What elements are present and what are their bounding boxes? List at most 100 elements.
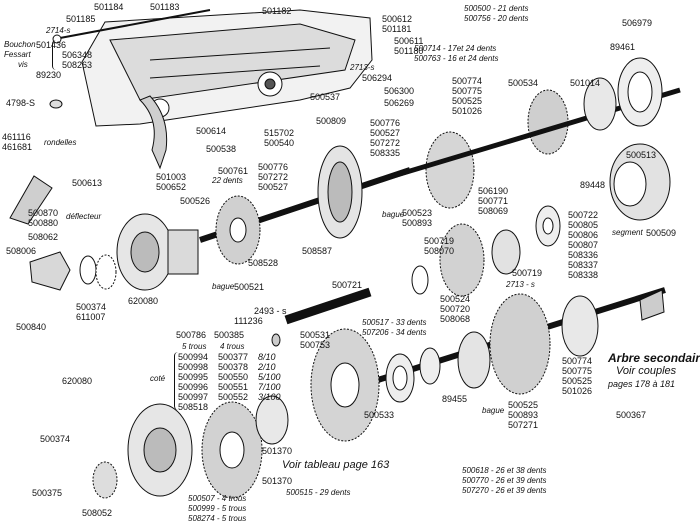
brace-left: [174, 352, 179, 410]
part-500995: 500995: [178, 372, 209, 382]
part-508528: 508528: [248, 258, 279, 268]
part-500722: 500722: [568, 210, 599, 220]
part-89230: 89230: [36, 70, 62, 80]
part-508338: 508338: [568, 270, 599, 280]
part-501184: 501184: [94, 2, 124, 12]
part-500515: 500515 - 29 dents: [286, 488, 351, 497]
part-500525: 500525: [452, 96, 483, 106]
bague-parts-group: 500525 500893 507271: [508, 400, 538, 430]
part-500880: 500880: [28, 218, 59, 228]
secondary-shaft-note: Arbre secondaire : Voir couples pages 17…: [608, 352, 700, 391]
part-500997: 500997: [178, 392, 209, 402]
part-89461: 89461: [610, 42, 636, 52]
part-508006: 508006: [6, 246, 37, 256]
shim-parts-group-a: 500994 500998 500995 500996 500997 50851…: [178, 352, 208, 412]
part-507272-b: 507272: [258, 172, 289, 182]
part-500719-b: 500719: [512, 268, 543, 278]
part-508052-b: 508052: [82, 508, 113, 518]
part-500385: 500385: [214, 330, 245, 340]
label-5-trous: 5 trous: [182, 342, 207, 351]
shift-fork: [139, 95, 168, 170]
part-500761: 500761: [218, 166, 249, 176]
part-501183: 501183: [150, 2, 180, 12]
part-500893-b: 500893: [508, 410, 539, 420]
part-500618: 500618 - 26 et 38 dents: [462, 466, 547, 475]
part-515702: 515702: [264, 128, 295, 138]
part-500775-b: 500775: [562, 366, 593, 376]
part-500526: 500526: [180, 196, 211, 206]
part-611007: 611007: [76, 312, 106, 322]
part-507206: 507206 - 34 dents: [362, 328, 427, 337]
plug-label-group: Bouchon Fessart vis: [4, 40, 36, 70]
part-500507: 500507 - 4 trous: [188, 494, 247, 503]
part-500720: 500720: [440, 304, 471, 314]
plug-parts-group: 501436 506348 508263: [36, 40, 92, 70]
part-500550: 500550: [218, 372, 249, 382]
part-500613: 500613: [72, 178, 103, 188]
part-500763: 500763 - 16 et 24 dents: [414, 54, 499, 63]
bearing-parts-group-top: 500774 500775 500525 501026: [452, 76, 482, 116]
gear-parts-group: 500776 507272 500527: [258, 162, 288, 192]
part-501185: 501185: [66, 14, 96, 24]
part-620080-b: 620080: [62, 376, 93, 386]
part-506300: 506300: [384, 86, 415, 96]
gear-cluster: [425, 131, 475, 209]
label-bague-3: bague: [482, 406, 505, 415]
part-508336: 508336: [568, 250, 599, 260]
part-501180: 501180: [394, 46, 424, 56]
part-500551: 500551: [218, 382, 249, 392]
part-508518: 508518: [178, 402, 209, 412]
synchro-parts-group: 500776 500527 507272 508335: [370, 118, 400, 158]
part-500775: 500775: [452, 86, 483, 96]
part-500500: 500500 - 21 dents: [464, 4, 529, 13]
part-500527: 500527: [370, 128, 401, 138]
thickness-3-100: 3/100: [258, 392, 281, 402]
part-500378: 500378: [218, 362, 249, 372]
part-508274: 508274 - 5 trous: [188, 514, 247, 523]
part-500807: 500807: [568, 240, 599, 250]
part-500525-b: 500525: [508, 400, 539, 410]
part-620080: 620080: [128, 296, 159, 306]
part-500513: 500513: [626, 150, 657, 160]
part-500533: 500533: [364, 410, 395, 420]
part-89448: 89448: [580, 180, 606, 190]
part-506190: 506190: [478, 186, 509, 196]
part-501026: 501026: [452, 106, 483, 116]
label-segment: segment: [612, 228, 643, 237]
part-506269: 506269: [384, 98, 415, 108]
part-506294: 506294: [362, 73, 393, 83]
part-461681: 461681: [2, 142, 33, 152]
part-500540: 500540: [264, 138, 295, 148]
part-508263: 508263: [62, 60, 93, 70]
part-506979: 506979: [622, 18, 653, 28]
part-500809: 500809: [316, 116, 347, 126]
part-500521: 500521: [234, 282, 265, 292]
part-500776: 500776: [370, 118, 401, 128]
part-461116: 461116: [2, 132, 31, 142]
bearing-parts-group-bottom: 500774 500775 500525 501026: [562, 356, 592, 396]
label-vis: vis: [18, 60, 28, 69]
part-500537: 500537: [310, 92, 341, 102]
part-500374-b: 500374: [40, 434, 71, 444]
shim-parts-group-b: 500377 500378 500550 500551 500552: [218, 352, 248, 402]
part-508070: 508070: [424, 246, 455, 256]
part-500611: 500611: [394, 36, 424, 46]
part-500367: 500367: [616, 410, 647, 420]
part-508068: 508068: [440, 314, 471, 324]
label-bague-2: bague: [382, 210, 405, 219]
part-500994: 500994: [178, 352, 209, 362]
part-500531: 500531: [300, 330, 331, 340]
part-508052: 508062: [28, 232, 59, 242]
part-501014: 501014: [570, 78, 601, 88]
shift-rod: [59, 9, 211, 39]
part-500527-b: 500527: [258, 182, 289, 192]
part-508069: 508069: [478, 206, 509, 216]
brace: [52, 40, 57, 70]
part-2714-s: 2714-s: [46, 26, 71, 35]
thickness-5-100: 5/100: [258, 372, 281, 382]
part-2713-s-b: 2713 - s: [506, 280, 535, 289]
part-500509: 500509: [646, 228, 677, 238]
part-507272: 507272: [370, 138, 401, 148]
part-500771: 500771: [478, 196, 509, 206]
part-500721: 500721: [332, 280, 363, 290]
